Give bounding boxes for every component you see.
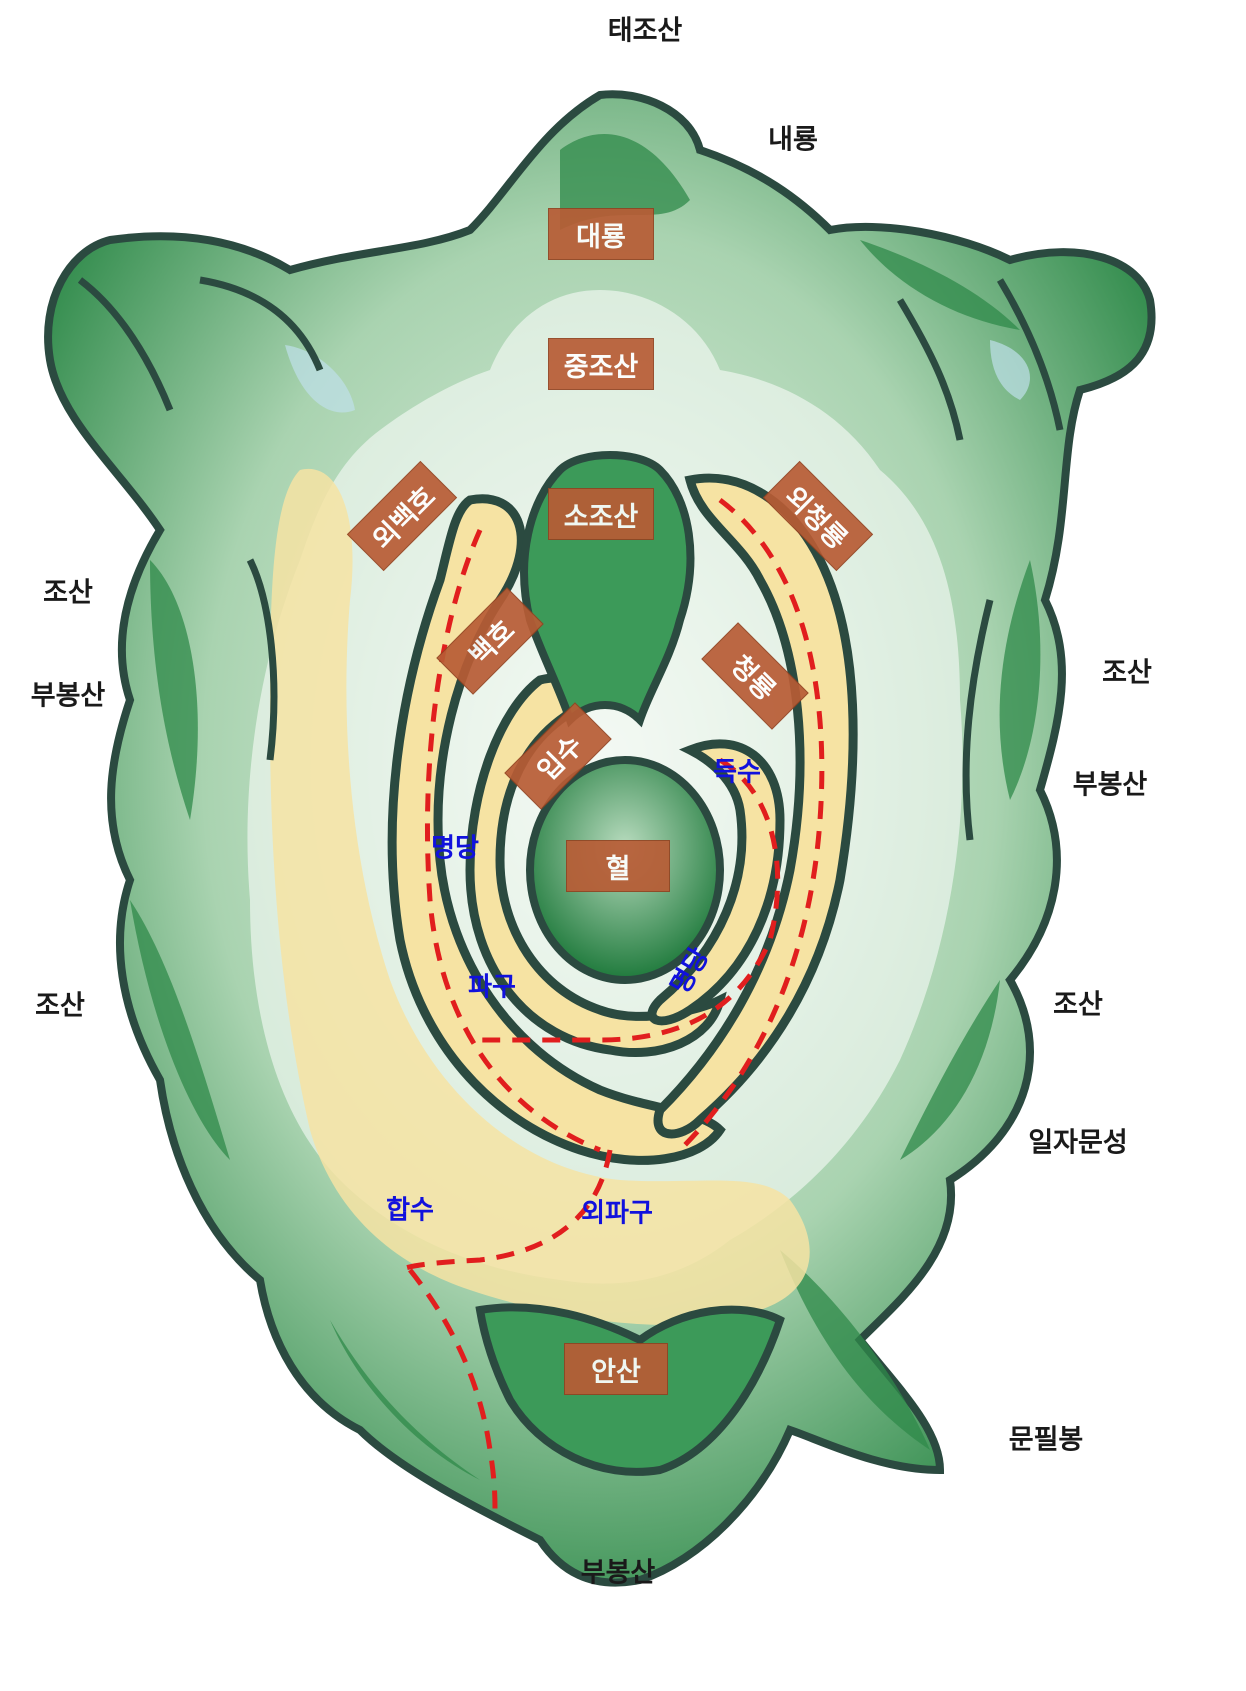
label-josan-left-lower: 조산 xyxy=(35,984,85,1023)
label-hapsu: 합수 xyxy=(386,1190,434,1227)
box-daeryong: 대룡 xyxy=(548,208,654,260)
label-naeryong: 내룡 xyxy=(768,118,818,157)
label-bubongsan-left: 부봉산 xyxy=(31,674,106,713)
box-jungjosan: 중조산 xyxy=(548,338,654,390)
label-bubongsan-bottom: 부봉산 xyxy=(581,1551,656,1590)
label-josan-left-upper: 조산 xyxy=(43,571,93,610)
label-myeongdang-left: 명당 xyxy=(431,828,479,865)
label-munpilbong: 문필봉 xyxy=(1009,1418,1084,1457)
box-sojosan: 소조산 xyxy=(548,488,654,540)
box-hyeol: 혈 xyxy=(566,840,670,892)
label-taejosan: 태조산 xyxy=(608,9,683,48)
label-josan-right-upper: 조산 xyxy=(1102,651,1152,690)
label-deuksu: 득수 xyxy=(713,752,761,789)
label-iljamunseong: 일자문성 xyxy=(1028,1121,1127,1160)
label-bubongsan-right: 부봉산 xyxy=(1073,763,1148,802)
label-oepagu: 외파구 xyxy=(581,1193,653,1230)
label-josan-right-lower: 조산 xyxy=(1053,983,1103,1022)
box-ansan: 안산 xyxy=(564,1343,668,1395)
label-pagu: 파구 xyxy=(468,967,516,1004)
